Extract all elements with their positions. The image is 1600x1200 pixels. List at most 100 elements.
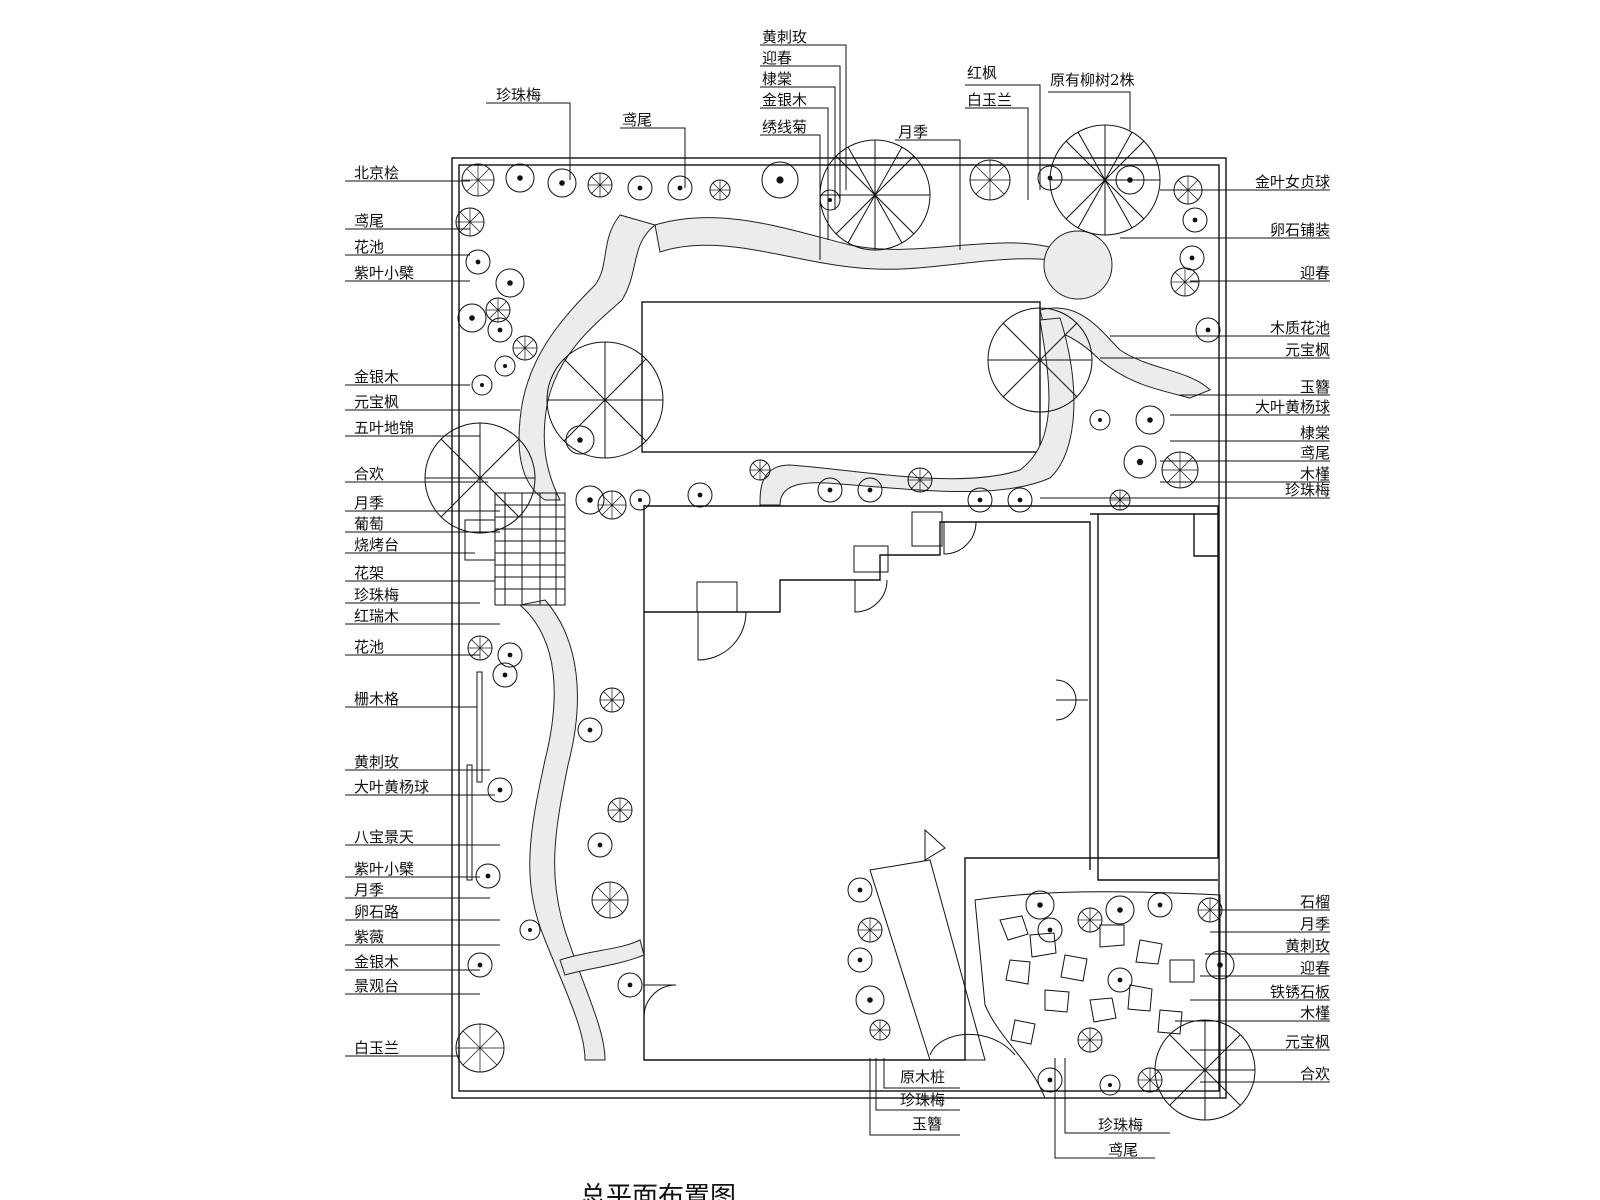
shrub-spoke: [479, 647, 489, 657]
shrub-spoke: [609, 899, 623, 913]
shrub-spoke: [975, 179, 991, 195]
label-left-19: 紫叶小檗: [354, 860, 414, 878]
shrub-symbol: [1089, 409, 1111, 431]
stone-paving: [869, 828, 1221, 1099]
shrub-center: [1189, 255, 1195, 261]
label-top-0: 珍珠梅: [496, 86, 541, 104]
shrub-center: [857, 887, 863, 893]
shrub-center: [857, 957, 863, 963]
shrub-spoke: [599, 184, 609, 194]
shrub-spoke: [603, 691, 613, 701]
shrub-spoke: [469, 221, 481, 233]
shrub-symbol: [497, 642, 523, 668]
shrub-symbol: [629, 489, 651, 511]
plan-title: 总平面布置图: [580, 1182, 736, 1200]
shrub-center: [867, 487, 873, 493]
shrub-spoke: [1201, 909, 1211, 919]
shrub-center: [577, 437, 583, 443]
shrub-center: [828, 198, 832, 202]
shrub-spoke: [1209, 909, 1219, 919]
label-right-11: 石榴: [1300, 893, 1330, 911]
shrub-spoke: [601, 494, 613, 506]
shrub-symbol: [1205, 950, 1235, 980]
shrub-center: [638, 498, 642, 502]
shrub-symbol: [505, 163, 535, 193]
shrub-spoke: [919, 471, 929, 481]
shrub-spoke: [477, 179, 490, 192]
label-left-20: 月季: [354, 881, 384, 899]
label-left-25: 白玉兰: [354, 1039, 399, 1057]
shrub-center: [597, 842, 603, 848]
shrub-spoke: [466, 179, 479, 192]
label-top-8: 红枫: [967, 64, 997, 82]
shrub-spoke: [975, 165, 991, 181]
shrub-spoke: [497, 309, 507, 319]
shrub-symbol: [1147, 892, 1173, 918]
label-left-15: 栅木格: [354, 690, 399, 708]
shrub-spoke: [597, 899, 611, 913]
shrub-symbol: [817, 477, 843, 503]
shrub-symbol: [1037, 1067, 1063, 1093]
shrub-spoke: [752, 462, 761, 471]
label-top-7: 月季: [898, 123, 928, 141]
shrub-center: [677, 185, 683, 191]
shrub-spoke: [489, 301, 499, 311]
shrub-center: [1147, 417, 1153, 423]
shrub-center: [1157, 902, 1163, 908]
shrub-spoke: [1177, 189, 1189, 201]
label-right-8: 鸢尾: [1300, 444, 1330, 462]
shrub-spoke: [911, 479, 921, 489]
shrub-symbol: [471, 374, 493, 396]
shrub-spoke: [919, 479, 929, 489]
label-top-9: 白玉兰: [967, 91, 1012, 109]
shrub-spoke: [1081, 919, 1091, 929]
pergola-flower-frame: [494, 492, 566, 606]
shrub-spoke: [1089, 1031, 1099, 1041]
shrub-spoke: [869, 921, 879, 931]
shrub-spoke: [611, 504, 623, 516]
shrub-spoke: [516, 339, 526, 349]
shrub-spoke: [1081, 1039, 1091, 1049]
shrub-spoke: [469, 211, 481, 223]
shrub-spoke: [1179, 469, 1193, 483]
shrub-symbol: [467, 952, 493, 978]
shrub-spoke: [524, 339, 534, 349]
label-right-17: 元宝枫: [1285, 1033, 1330, 1051]
shrub-symbol: [1107, 967, 1133, 993]
shrub-symbol: [667, 175, 693, 201]
shrub-spoke: [619, 801, 629, 811]
shrub-spoke: [1167, 457, 1181, 471]
central-lawn: [641, 301, 1041, 453]
label-left-6: 五叶地锦: [354, 419, 414, 437]
shrub-center: [1205, 327, 1211, 333]
label-right-14: 迎春: [1300, 959, 1330, 977]
shrub-symbol: [761, 161, 799, 199]
label-bottom-1: 珍珠梅: [900, 1091, 945, 1109]
label-left-4: 金银木: [354, 368, 399, 386]
shrub-center: [1047, 1077, 1053, 1083]
shrub-spoke: [471, 639, 481, 649]
shrub-center: [977, 497, 983, 503]
shrub-spoke: [1187, 179, 1199, 191]
shrub-symbol: [547, 168, 577, 198]
shrub-spoke: [1184, 271, 1196, 283]
label-left-3: 紫叶小檗: [354, 264, 414, 282]
label-left-22: 紫薇: [354, 928, 384, 946]
shrub-symbol: [1007, 487, 1033, 513]
shrub-center: [627, 982, 633, 988]
label-left-12: 珍珠梅: [354, 586, 399, 604]
shrub-spoke: [752, 469, 761, 478]
label-left-8: 月季: [354, 494, 384, 512]
label-bottom-0: 原木桩: [900, 1068, 945, 1086]
shrub-center: [503, 364, 507, 368]
shrub-spoke: [1119, 499, 1128, 508]
shrub-spoke: [459, 221, 471, 233]
shrub-spoke: [1201, 901, 1211, 911]
label-top-5: 金银木: [762, 91, 807, 109]
shrub-spoke: [497, 301, 507, 311]
shrub-center: [587, 727, 593, 733]
pebble-path: [518, 214, 1211, 1061]
shrub-spoke: [1081, 911, 1091, 921]
shrub-symbol: [847, 877, 873, 903]
label-right-12: 月季: [1300, 915, 1330, 933]
